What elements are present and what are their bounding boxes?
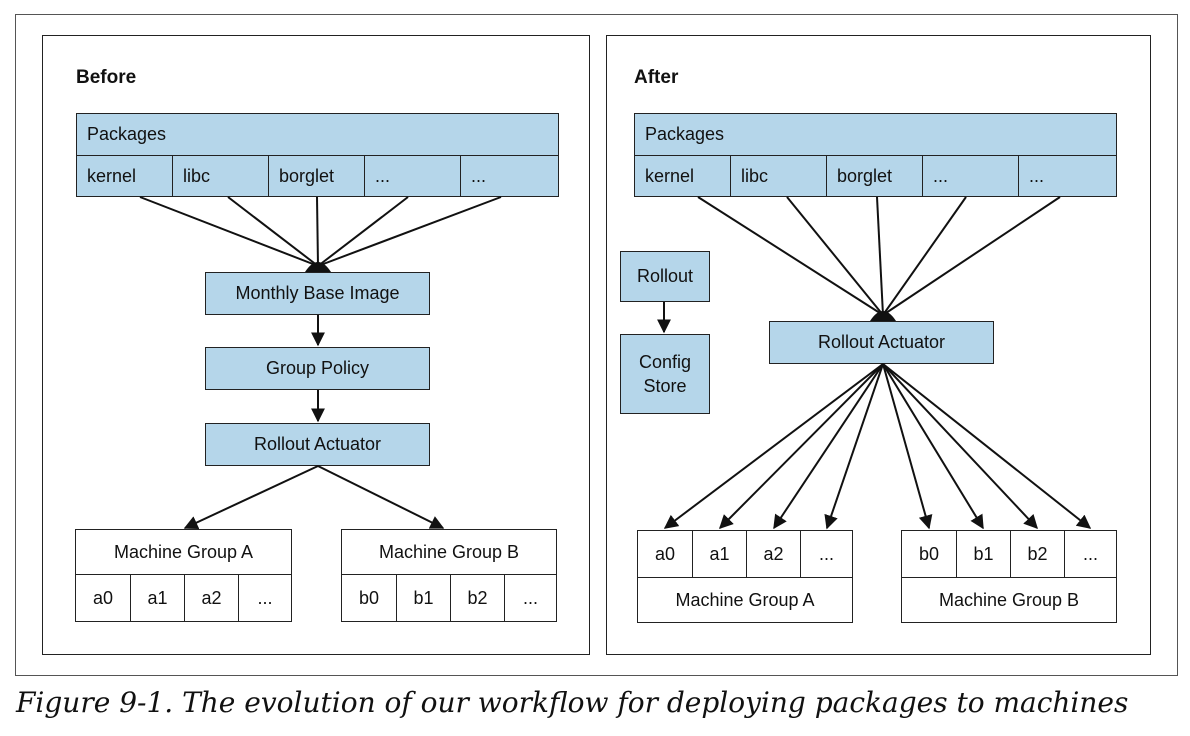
after-rollout-actuator: Rollout Actuator [769, 321, 994, 364]
after-machine-a0: a0 [637, 530, 693, 578]
before-machine-group-a-label: Machine Group A [75, 529, 292, 575]
before-package-kernel: kernel [76, 155, 174, 197]
after-machine-b-more: ... [1064, 530, 1117, 578]
before-machine-group-b-label: Machine Group B [341, 529, 557, 575]
before-machine-a1: a1 [130, 574, 185, 622]
before-machine-a2: a2 [184, 574, 239, 622]
after-package-more-1: ... [922, 155, 1020, 197]
after-package-borglet: borglet [826, 155, 924, 197]
after-machine-a1: a1 [692, 530, 747, 578]
before-rollout-actuator: Rollout Actuator [205, 423, 430, 466]
before-package-borglet: borglet [268, 155, 366, 197]
before-machine-b2: b2 [450, 574, 505, 622]
before-package-more-2: ... [460, 155, 559, 197]
figure-caption: Figure 9-1. The evolution of our workflo… [16, 686, 1129, 719]
after-package-kernel: kernel [634, 155, 732, 197]
before-machine-b1: b1 [396, 574, 451, 622]
before-machine-b0: b0 [341, 574, 397, 622]
before-machine-a0: a0 [75, 574, 131, 622]
before-machine-a-more: ... [238, 574, 292, 622]
after-package-more-2: ... [1018, 155, 1117, 197]
before-package-libc: libc [172, 155, 270, 197]
after-machine-b2: b2 [1010, 530, 1065, 578]
figure-frame [15, 14, 1178, 676]
after-config-store: Config Store [620, 334, 710, 414]
after-machine-b0: b0 [901, 530, 957, 578]
after-machine-group-a-label: Machine Group A [637, 577, 853, 623]
before-package-more-1: ... [364, 155, 462, 197]
after-rollout: Rollout [620, 251, 710, 302]
after-packages-header: Packages [634, 113, 1117, 156]
before-title: Before [76, 67, 137, 88]
after-machine-group-b-label: Machine Group B [901, 577, 1117, 623]
before-monthly-base-image: Monthly Base Image [205, 272, 430, 315]
after-package-libc: libc [730, 155, 828, 197]
after-machine-b1: b1 [956, 530, 1011, 578]
after-machine-a-more: ... [800, 530, 853, 578]
after-title: After [634, 67, 679, 88]
before-group-policy: Group Policy [205, 347, 430, 390]
before-packages-header: Packages [76, 113, 559, 156]
after-machine-a2: a2 [746, 530, 801, 578]
before-machine-b-more: ... [504, 574, 557, 622]
